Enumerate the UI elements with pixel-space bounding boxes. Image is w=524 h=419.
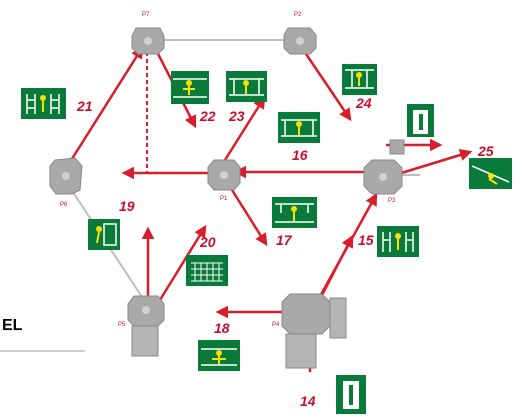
cargo-net-icon xyxy=(186,255,228,286)
entrance-door-icon xyxy=(336,375,366,414)
platform-p4: P4 xyxy=(272,294,346,368)
platform-p3: P3 xyxy=(364,140,404,204)
element-number-25: 25 xyxy=(477,143,494,159)
element-number-16: 16 xyxy=(292,147,308,163)
entrance-door-icon xyxy=(407,104,434,137)
zipline-icon xyxy=(469,158,512,189)
route-arrow-15 xyxy=(318,237,352,303)
element-number-21: 21 xyxy=(76,98,93,114)
element-number-19: 19 xyxy=(119,198,135,214)
swinging-log-icon xyxy=(342,64,377,95)
climbing-wall-icon xyxy=(88,219,120,250)
balance-beam-icon xyxy=(278,112,320,143)
platform-p5: P5 xyxy=(118,296,164,356)
platform-label: P1 xyxy=(220,196,228,202)
tightrope-walker-icon xyxy=(198,340,240,371)
platform-label: P2 xyxy=(294,12,302,18)
platform-p7: P7 xyxy=(132,12,164,54)
platform-p2: P2 xyxy=(284,12,316,54)
tightrope-walker-icon xyxy=(171,71,209,104)
cropped-heading: EL xyxy=(2,317,23,334)
element-number-22: 22 xyxy=(199,108,216,124)
rope-bridge-icon xyxy=(226,71,267,102)
element-number-24: 24 xyxy=(355,95,372,111)
element-number-18: 18 xyxy=(214,320,230,336)
element-number-20: 20 xyxy=(199,234,216,250)
element-number-15: 15 xyxy=(358,232,374,248)
platform-label: P4 xyxy=(272,322,280,328)
element-number-14: 14 xyxy=(300,393,316,409)
hanging-loops-icon xyxy=(272,197,317,228)
platform-label: P6 xyxy=(60,202,68,208)
rope-ladder-icon xyxy=(21,88,66,119)
rope-ladder-icon xyxy=(377,226,419,257)
platform-p6: P6 xyxy=(50,158,82,208)
element-number-23: 23 xyxy=(228,108,245,124)
platform-label: P3 xyxy=(388,198,396,204)
element-number-17: 17 xyxy=(276,232,293,248)
platform-label: P7 xyxy=(142,12,150,18)
platform-label: P5 xyxy=(118,322,126,328)
